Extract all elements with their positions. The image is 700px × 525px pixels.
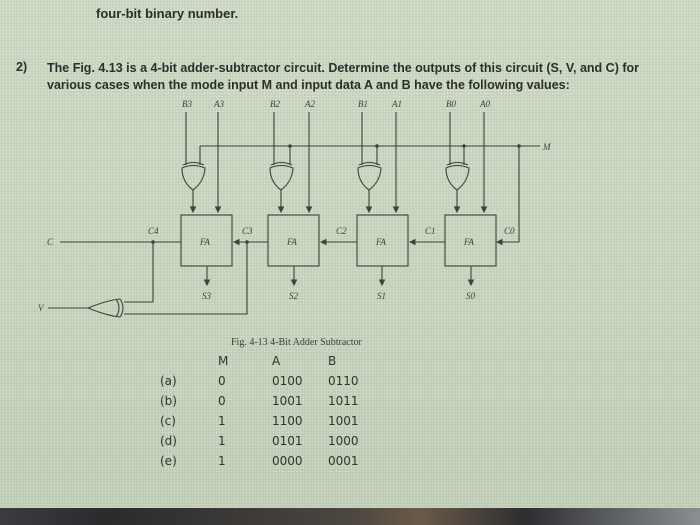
m-value: 1 <box>218 414 226 428</box>
label-C0: C0 <box>504 226 515 236</box>
m-value: 0 <box>218 374 226 388</box>
m-value: 0 <box>218 394 226 408</box>
label-C4: C4 <box>148 226 159 236</box>
label-C3: C3 <box>242 226 253 236</box>
fa-label-2: FA <box>286 237 297 247</box>
label-M: M <box>542 142 551 152</box>
a-value: 1100 <box>272 414 303 428</box>
figure-caption: Fig. 4-13 4-Bit Adder Subtractor <box>231 337 362 348</box>
question-text: The Fig. 4.13 is a 4-bit adder-subtracto… <box>47 61 639 92</box>
b-value: 0001 <box>328 454 359 468</box>
case-label: (d) <box>160 434 177 448</box>
table-row: (a) 0 0100 0110 <box>160 371 388 391</box>
header-M: M <box>218 354 229 368</box>
a-value: 0101 <box>272 434 303 448</box>
table-header-row: M A B <box>160 351 388 371</box>
table-row: (e) 1 0000 0001 <box>160 451 388 471</box>
header-case <box>160 351 218 371</box>
b-value: 1001 <box>328 414 359 428</box>
label-S1: S1 <box>377 291 386 301</box>
overflow-xor-gate <box>86 298 124 318</box>
label-A3: A3 <box>213 99 224 109</box>
a-value: 0000 <box>272 454 303 468</box>
b-value: 0110 <box>328 374 359 388</box>
case-label: (e) <box>160 454 177 468</box>
fa-label-3: FA <box>199 237 210 247</box>
question-number: 2) <box>16 60 28 74</box>
case-label: (a) <box>160 374 177 388</box>
a-value: 1001 <box>272 394 303 408</box>
label-B3: B3 <box>182 99 192 109</box>
a-value: 0100 <box>272 374 303 388</box>
case-label: (c) <box>160 414 176 428</box>
label-B2: B2 <box>270 99 280 109</box>
stage-0 <box>444 112 497 267</box>
previous-text-line: four-bit binary number. <box>96 6 239 21</box>
label-A2: A2 <box>304 99 315 109</box>
m-value: 1 <box>218 434 226 448</box>
adder-subtractor-diagram: B3 A3 B2 A2 B1 A1 B0 A0 M <box>38 99 551 318</box>
label-A0: A0 <box>479 99 490 109</box>
screen-content: four-bit binary number. 2) The Fig. 4.13… <box>0 0 700 508</box>
table-row: (c) 1 1100 1001 <box>160 411 388 431</box>
header-B: B <box>328 354 337 368</box>
fa-label-0: FA <box>463 237 474 247</box>
table-row: (b) 0 1001 1011 <box>160 391 388 411</box>
label-S2: S2 <box>289 291 299 301</box>
label-S3: S3 <box>202 291 212 301</box>
label-B1: B1 <box>358 99 368 109</box>
label-V: V <box>38 303 45 313</box>
b-value: 1011 <box>328 394 359 408</box>
m-value: 1 <box>218 454 226 468</box>
input-values-table: M A B (a) 0 0100 0110 (b) 0 1001 1011 (c… <box>160 351 388 471</box>
label-C-out: C <box>47 237 54 247</box>
b-value: 1000 <box>328 434 359 448</box>
label-C2: C2 <box>336 226 347 236</box>
header-A: A <box>272 354 281 368</box>
label-S0: S0 <box>466 291 476 301</box>
label-B0: B0 <box>446 99 456 109</box>
fa-label-1: FA <box>375 237 386 247</box>
laptop-bezel <box>0 508 700 525</box>
label-C1: C1 <box>425 226 436 236</box>
label-A1: A1 <box>391 99 402 109</box>
case-label: (b) <box>160 394 177 408</box>
table-row: (d) 1 0101 1000 <box>160 431 388 451</box>
